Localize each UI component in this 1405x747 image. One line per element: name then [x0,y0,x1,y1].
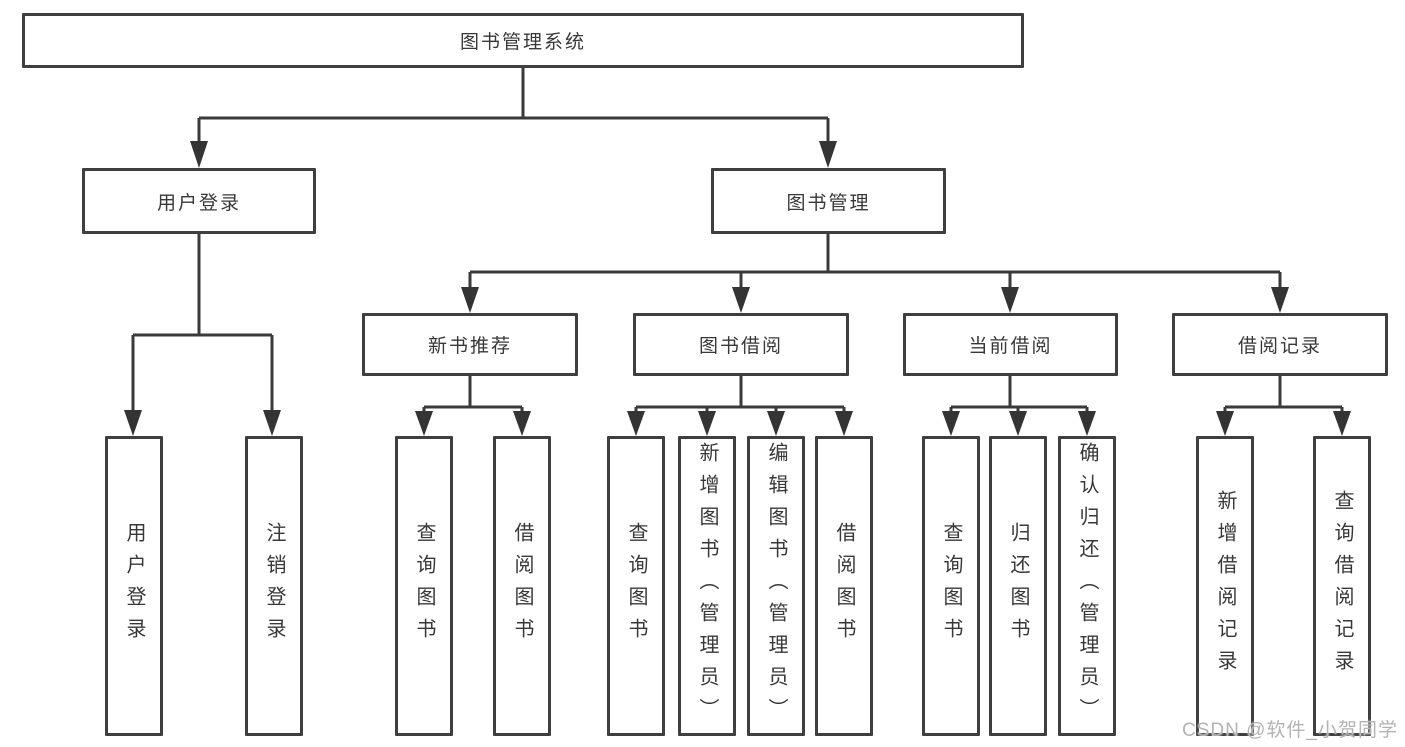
leaf-newbook-query-books: 查询图书 [395,436,453,736]
leaf-borrowing-add-books-admin-label: 新增图书（管理员） [696,442,718,730]
leaf-borrowing-query-books: 查询图书 [607,436,665,736]
leaf-records-query-record: 查询借阅记录 [1313,436,1371,736]
node-book-management-label: 图书管理 [786,192,871,214]
node-current-borrowing-label: 当前借阅 [968,336,1053,357]
leaf-current-return-books: 归还图书 [989,436,1047,736]
node-current-borrowing: 当前借阅 [903,313,1118,376]
leaf-logout: 注销登录 [245,436,303,736]
leaf-current-confirm-return-admin-label: 确认归还（管理员） [1076,442,1098,730]
node-user-login: 用户登录 [82,168,316,234]
node-borrowing-records-label: 借阅记录 [1237,336,1322,357]
leaf-records-add-record-label: 新增借阅记录 [1214,490,1236,682]
leaf-current-query-books: 查询图书 [922,436,980,736]
leaf-logout-label: 注销登录 [263,522,285,650]
leaf-records-add-record: 新增借阅记录 [1196,436,1254,736]
node-new-book-recommend: 新书推荐 [362,313,578,376]
leaf-borrowing-edit-books-admin: 编辑图书（管理员） [747,436,805,736]
leaf-newbook-borrow-books-label: 借阅图书 [511,522,533,650]
node-borrowing-records: 借阅记录 [1172,313,1388,376]
leaf-borrowing-add-books-admin: 新增图书（管理员） [678,436,736,736]
leaf-records-query-record-label: 查询借阅记录 [1331,490,1353,682]
leaf-newbook-query-books-label: 查询图书 [413,522,435,650]
leaf-borrowing-borrow-books-label: 借阅图书 [833,522,855,650]
node-system-root-label: 图书管理系统 [459,32,586,53]
node-system-root: 图书管理系统 [22,13,1024,68]
leaf-borrowing-borrow-books: 借阅图书 [815,436,873,736]
node-user-login-label: 用户登录 [156,192,241,214]
node-book-borrowing: 图书借阅 [633,313,849,376]
node-book-borrowing-label: 图书借阅 [698,336,783,357]
leaf-newbook-borrow-books: 借阅图书 [493,436,551,736]
leaf-user-login: 用户登录 [105,436,163,736]
leaf-current-return-books-label: 归还图书 [1007,522,1029,650]
csdn-watermark: CSDN @软件_小贺同学 [1182,720,1398,741]
node-new-book-recommend-label: 新书推荐 [427,336,512,357]
leaf-current-confirm-return-admin: 确认归还（管理员） [1058,436,1116,736]
leaf-borrowing-query-books-label: 查询图书 [625,522,647,650]
leaf-user-login-label: 用户登录 [123,522,145,650]
node-book-management: 图书管理 [711,168,946,234]
leaf-current-query-books-label: 查询图书 [940,522,962,650]
leaf-borrowing-edit-books-admin-label: 编辑图书（管理员） [765,442,787,730]
